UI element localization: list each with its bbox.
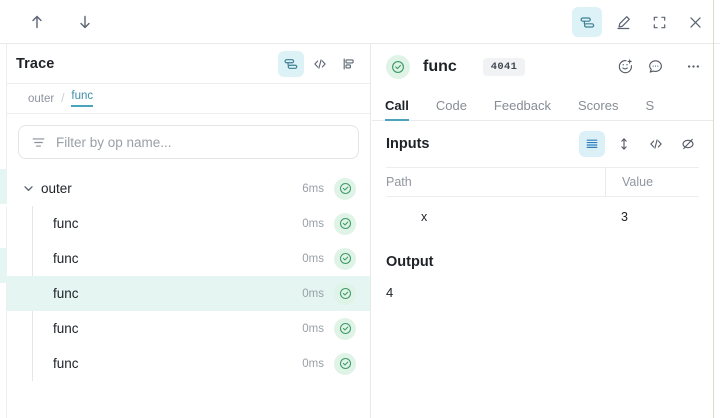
breadcrumb: outer / func: [7, 84, 370, 114]
output-title: Output: [386, 254, 434, 270]
filter-input[interactable]: Filter by op name...: [56, 134, 172, 150]
add-reaction-icon[interactable]: [611, 53, 639, 81]
inputs-title: Inputs: [386, 136, 430, 152]
more-options-icon[interactable]: [679, 53, 707, 81]
tree-row-duration: 0ms: [302, 322, 324, 335]
expand-collapse-icon[interactable]: [611, 131, 637, 157]
filter-container: Filter by op name...: [7, 114, 370, 159]
check-circle-icon: [386, 54, 410, 79]
hide-icon[interactable]: [675, 131, 701, 157]
check-circle-icon: [334, 282, 356, 305]
call-tabs: Call Code Feedback Scores S: [372, 89, 713, 121]
tree-row-label: func: [53, 356, 79, 371]
check-circle-icon: [334, 317, 356, 340]
tree-row-label: func: [53, 216, 79, 231]
layers-icon[interactable]: [278, 51, 304, 77]
gantt-icon[interactable]: [336, 51, 362, 77]
tree-row-outer[interactable]: outer 6ms: [7, 171, 370, 206]
trace-panel-header: Trace: [7, 44, 370, 84]
cell-value: 3: [621, 210, 628, 224]
column-header-path: Path: [386, 175, 412, 189]
call-id-badge[interactable]: 4041: [482, 57, 526, 76]
tree-row-duration: 0ms: [302, 217, 324, 230]
breadcrumb-item-outer[interactable]: outer: [28, 92, 55, 105]
layers-icon[interactable]: [572, 7, 602, 37]
tree-row-func[interactable]: func 0ms: [7, 206, 370, 241]
top-toolbar-actions: [572, 0, 710, 44]
tree-row-label: func: [53, 321, 79, 336]
check-circle-icon: [334, 177, 356, 200]
tab-summary[interactable]: S: [645, 98, 655, 113]
tree-row-func-selected[interactable]: func 0ms: [7, 276, 370, 311]
close-icon[interactable]: [680, 7, 710, 37]
strip-segment: [0, 204, 7, 207]
arrow-down-icon[interactable]: [70, 7, 100, 37]
tab-code[interactable]: Code: [435, 98, 467, 113]
pencil-icon[interactable]: [608, 7, 638, 37]
tree-row-duration: 6ms: [302, 182, 324, 195]
trace-tree: outer 6ms func 0ms: [7, 171, 370, 381]
chevron-down-icon[interactable]: [19, 182, 37, 195]
tree-row-label: outer: [41, 181, 72, 196]
call-detail-panel: func 4041: [372, 44, 713, 418]
filter-icon: [31, 135, 46, 150]
arrow-up-icon[interactable]: [22, 7, 52, 37]
inputs-view-controls: [579, 121, 701, 167]
top-toolbar: [0, 0, 720, 44]
tree-row-label: func: [53, 286, 79, 301]
tree-row-label: func: [53, 251, 79, 266]
breadcrumb-separator: /: [61, 92, 65, 105]
output-value: 4: [386, 285, 394, 300]
tree-row-func[interactable]: func 0ms: [7, 311, 370, 346]
check-circle-icon: [334, 247, 356, 270]
check-circle-icon: [334, 212, 356, 235]
strip-segment: [0, 169, 7, 204]
fullscreen-icon[interactable]: [644, 7, 674, 37]
column-header-value: Value: [605, 167, 699, 197]
tree-row-func[interactable]: func 0ms: [7, 241, 370, 276]
trace-panel: Trace: [7, 44, 371, 418]
call-header: func 4041: [372, 44, 713, 89]
tree-row-func[interactable]: func 0ms: [7, 346, 370, 381]
tab-call[interactable]: Call: [385, 98, 425, 121]
strip-segment: [0, 248, 7, 283]
filter-input-box[interactable]: Filter by op name...: [18, 125, 359, 159]
inputs-table: Path Value x 3: [386, 167, 699, 237]
tree-row-duration: 0ms: [302, 357, 324, 370]
top-toolbar-nav: [22, 0, 100, 44]
call-actions: [611, 44, 707, 89]
tree-row-duration: 0ms: [302, 252, 324, 265]
inputs-section-header: Inputs: [372, 121, 713, 167]
comment-icon[interactable]: [641, 53, 669, 81]
trace-view-switcher: [278, 44, 362, 84]
tree-row-duration: 0ms: [302, 287, 324, 300]
inputs-table-header: Path Value: [386, 167, 699, 197]
list-view-icon[interactable]: [579, 131, 605, 157]
code-icon[interactable]: [643, 131, 669, 157]
tab-feedback[interactable]: Feedback: [493, 98, 552, 113]
panel-edge-strip: [0, 44, 7, 418]
check-circle-icon: [334, 352, 356, 375]
breadcrumb-item-func[interactable]: func: [71, 90, 94, 107]
code-icon[interactable]: [307, 51, 333, 77]
panel-right-border: [713, 0, 714, 418]
trace-title: Trace: [16, 55, 55, 72]
call-name: func: [423, 57, 457, 75]
cell-path: x: [421, 210, 428, 224]
output-section-header: Output: [372, 237, 713, 271]
table-row[interactable]: x 3: [386, 197, 699, 237]
tab-scores[interactable]: Scores: [578, 98, 619, 113]
